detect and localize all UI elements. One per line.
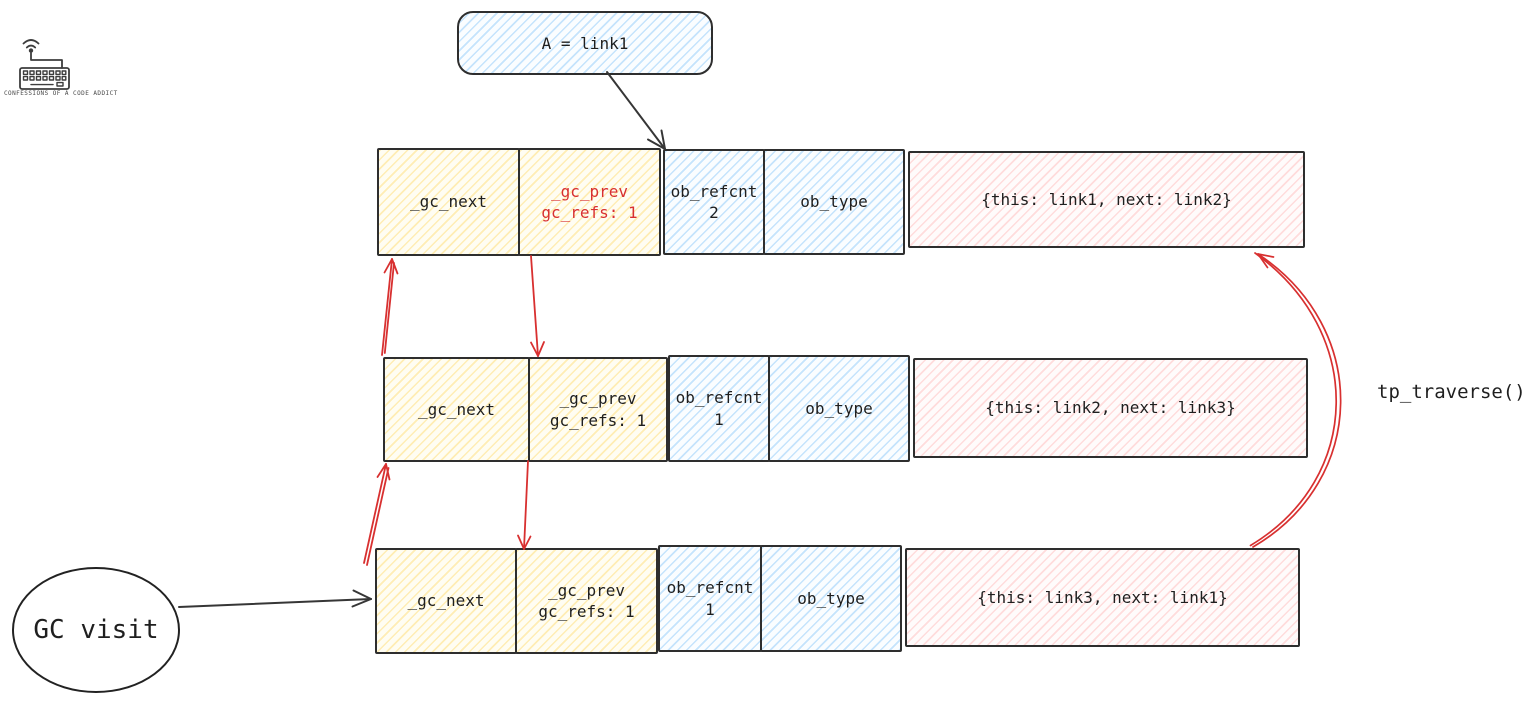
cell-gc-prev: _gc_prev gc_refs: 1: [528, 357, 668, 462]
arrow-gc-prev-link1-to-link2: [530, 255, 545, 357]
cell-ob-type: ob_type: [768, 355, 910, 462]
cell-ob-refcnt: ob_refcnt 1: [658, 545, 762, 652]
tp-traverse-label: tp_traverse(): [1377, 381, 1526, 403]
variable-callout-label: A = link1: [541, 33, 629, 53]
cell-dict: {this: link3, next: link1}: [905, 548, 1300, 647]
arrow-gc-next-link2-to-link1: [381, 258, 399, 356]
gc-visit-node: GC visit: [12, 567, 180, 693]
keyboard-wifi-icon: [19, 39, 70, 90]
gc-visit-label: GC visit: [33, 615, 159, 645]
cell-gc-next: _gc_next: [383, 357, 530, 462]
brand-caption: CONFESSIONS OF A CODE ADDICT: [4, 90, 118, 97]
arrow-variable-to-object: [606, 71, 666, 150]
cell-gc-prev: _gc_prev gc_refs: 1: [515, 548, 658, 654]
cell-gc-next: _gc_next: [377, 148, 520, 256]
cell-ob-type: ob_type: [760, 545, 902, 652]
cell-ob-refcnt: ob_refcnt 2: [663, 149, 765, 255]
brand-logo: CONFESSIONS OF A CODE ADDICT: [4, 36, 118, 98]
cell-gc-next: _gc_next: [375, 548, 517, 654]
cell-dict: {this: link1, next: link2}: [908, 151, 1305, 248]
cell-gc-prev: _gc_prev gc_refs: 1: [518, 148, 661, 256]
arrow-gc-prev-link2-to-link3: [517, 460, 532, 550]
cell-ob-type: ob_type: [763, 149, 905, 255]
cell-ob-refcnt: ob_refcnt 1: [668, 355, 770, 462]
arrow-gc-visit: [178, 589, 372, 608]
cell-dict: {this: link2, next: link3}: [913, 358, 1308, 458]
variable-callout: A = link1: [457, 11, 713, 75]
